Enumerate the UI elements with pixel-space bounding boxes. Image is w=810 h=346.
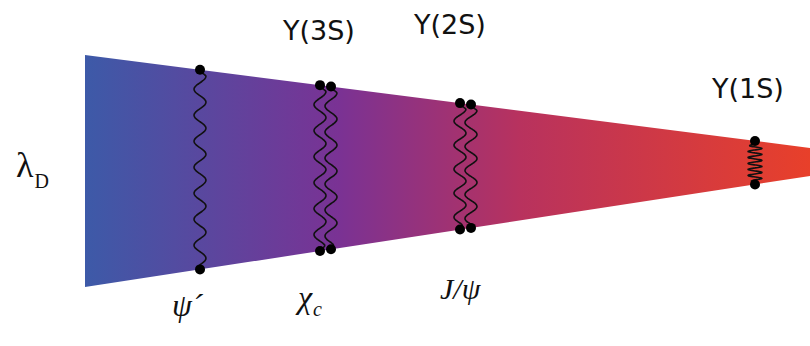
quark-dot xyxy=(195,65,205,75)
state-label: Υ(3S) xyxy=(283,16,355,46)
antiquark-dot xyxy=(326,244,336,254)
spring-line xyxy=(194,70,206,270)
quark-dot xyxy=(750,136,760,146)
state-label: Υ(2S) xyxy=(414,10,486,40)
spring-line xyxy=(748,141,762,184)
antiquark-dot xyxy=(195,264,205,274)
quark-dot xyxy=(315,80,325,90)
spring-line xyxy=(325,87,337,250)
state-subscript: c xyxy=(313,298,322,320)
debye-length-subscript: D xyxy=(34,170,48,192)
quark-dot xyxy=(326,82,336,92)
debye-length-symbol: λ xyxy=(16,146,33,186)
state-label: χ xyxy=(298,280,312,315)
antiquark-dot xyxy=(455,225,465,235)
antiquark-dot xyxy=(750,179,760,189)
antiquark-dot xyxy=(466,223,476,233)
plasma-wedge xyxy=(85,55,810,287)
quark-dot xyxy=(455,98,465,108)
spring-line xyxy=(465,105,477,228)
state-label: ψ´ xyxy=(172,288,203,323)
spring-line xyxy=(454,103,466,229)
quark-dot xyxy=(466,100,476,110)
spring-line xyxy=(314,85,326,251)
state-label: Υ(1S) xyxy=(712,74,784,104)
bound-state-springs xyxy=(194,65,762,275)
state-label: J/ψ xyxy=(440,272,480,305)
antiquark-dot xyxy=(315,246,325,256)
